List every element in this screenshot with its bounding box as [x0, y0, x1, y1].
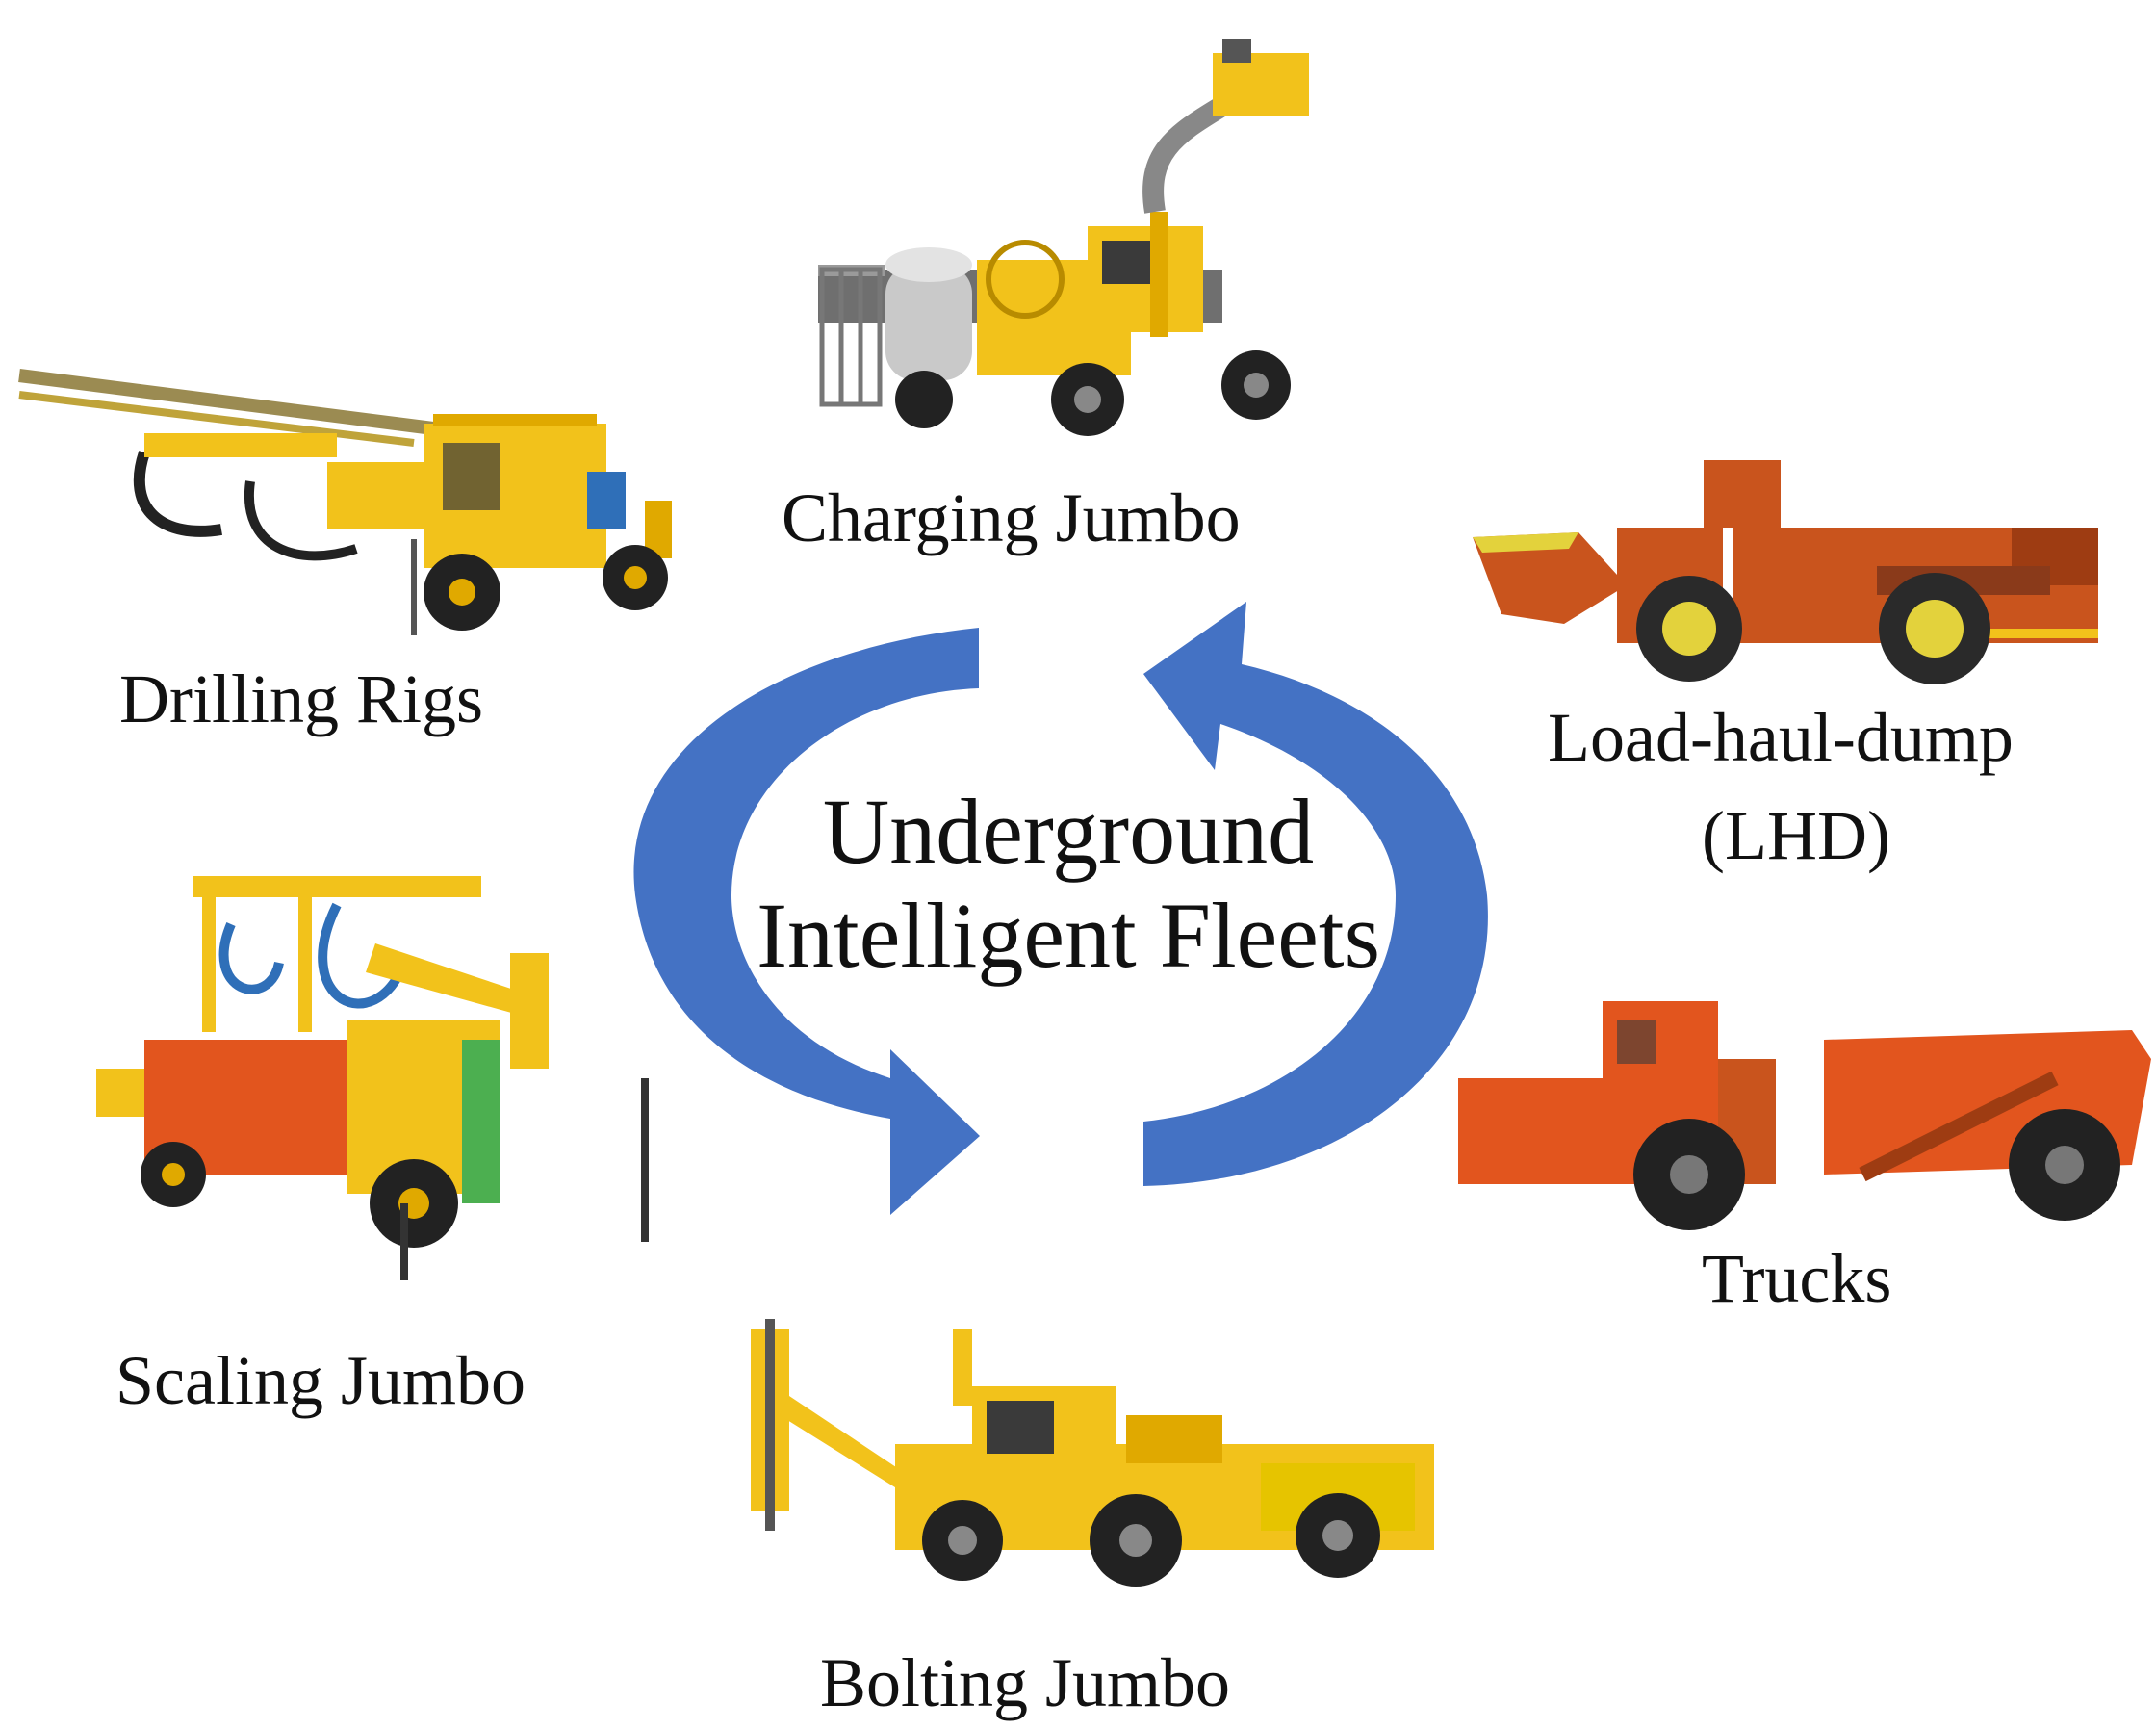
label-charging-jumbo: Charging Jumbo	[782, 479, 1241, 556]
label-scaling-jumbo: Scaling Jumbo	[116, 1342, 526, 1419]
bolting-jumbo-machine-icon	[751, 1319, 1434, 1587]
label-lhd-line1: Load-haul-dump	[1548, 699, 2014, 776]
right-cycle-arrow	[1143, 602, 1488, 1186]
drilling-rig-machine-icon	[18, 369, 672, 635]
label-bolting-jumbo: Bolting Jumbo	[820, 1644, 1231, 1721]
label-lhd-line2: (LHD)	[1702, 797, 1890, 874]
label-trucks: Trucks	[1702, 1240, 1892, 1317]
mining-truck-machine-icon	[1458, 1001, 2151, 1230]
label-drilling-rigs: Drilling Rigs	[119, 660, 484, 737]
left-cycle-arrow	[633, 628, 980, 1215]
scaling-jumbo-machine-icon	[96, 876, 649, 1280]
center-title-line2: Intelligent Fleets	[757, 883, 1380, 987]
center-title: Underground Intelligent Fleets	[597, 780, 1540, 987]
charging-jumbo-machine-icon	[818, 39, 1309, 436]
lhd-loader-machine-icon	[1473, 460, 2098, 684]
center-title-line1: Underground	[822, 780, 1315, 883]
